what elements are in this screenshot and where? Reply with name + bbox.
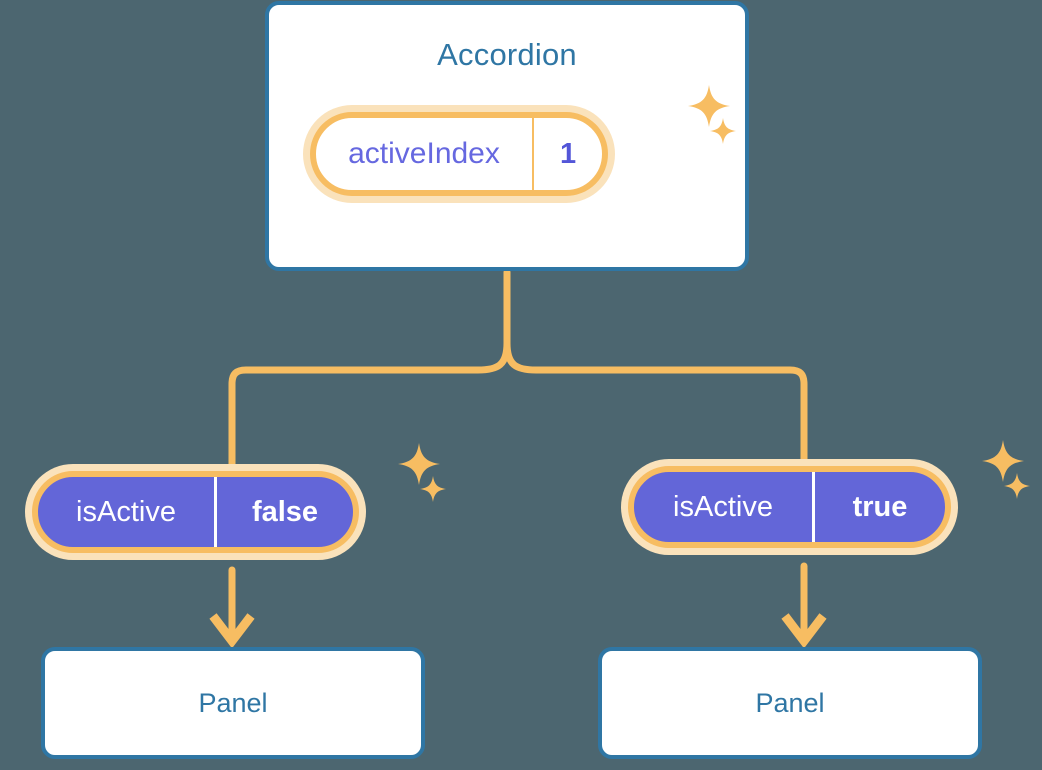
connector-branch-right <box>503 339 808 466</box>
state-pill-isactive-true[interactable]: isActive true <box>628 466 951 548</box>
state-key-label: activeIndex <box>348 137 500 170</box>
panel-title: Panel <box>198 687 268 718</box>
component-card-panel-right[interactable]: Panel <box>598 647 982 759</box>
component-card-panel-left[interactable]: Panel <box>41 647 425 759</box>
state-pill-body[interactable]: isActive false <box>32 471 359 553</box>
connector-arrowhead-left <box>209 613 255 649</box>
sparkle-icon <box>982 440 1024 482</box>
state-pill-body[interactable]: activeIndex 1 <box>310 112 609 196</box>
connector-arrowhead-right <box>781 613 827 649</box>
sparkle-icon <box>398 443 440 485</box>
page-title: Accordion <box>437 37 577 72</box>
state-value-label: 1 <box>532 118 602 190</box>
state-value-label: false <box>214 477 353 547</box>
sparkle-icon <box>1004 473 1030 499</box>
state-key-label: isActive <box>76 495 176 528</box>
state-pill-activeindex[interactable]: activeIndex 1 <box>310 112 609 196</box>
panel-title: Panel <box>755 687 825 718</box>
state-key-label: isActive <box>673 490 773 523</box>
state-pill-isactive-false[interactable]: isActive false <box>32 471 359 553</box>
state-pill-body[interactable]: isActive true <box>628 466 951 548</box>
state-value-label: true <box>812 472 945 542</box>
sparkle-icon <box>420 476 446 502</box>
connector-branch-left <box>228 339 511 470</box>
